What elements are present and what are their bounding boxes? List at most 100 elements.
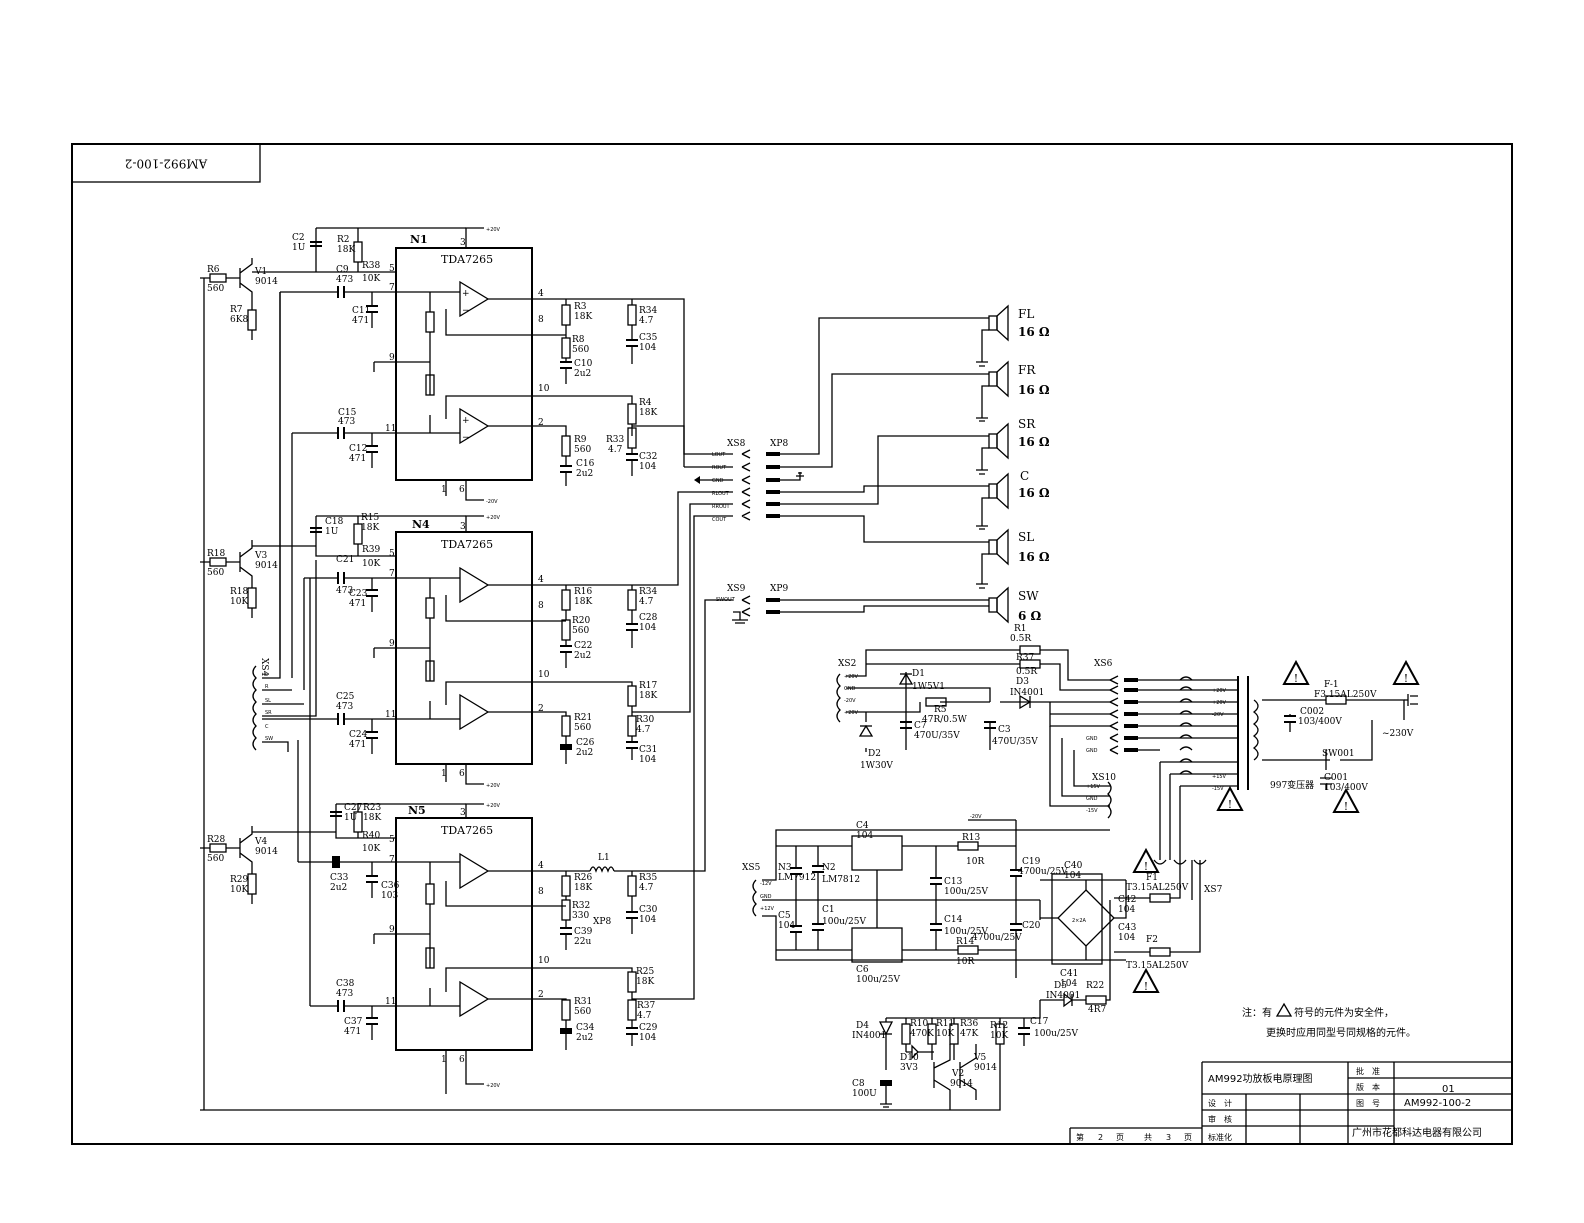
chip-n1-ref: N1 [410,233,428,246]
label-xs9: XS9 [727,584,746,594]
connector-xs4: XS4 L R SL SR C SW [252,292,317,752]
resistor-r14 [957,945,979,955]
val-c26: 2u2 [576,748,593,758]
resistor-r1 [1019,645,1041,655]
amp-channel-n4: N4 TDA7265 3 5 7 4 8 9 10 2 11 1 6 +20V … [200,491,733,789]
label-xp8: XP8 [770,439,788,449]
pin-3: 3 [460,522,466,532]
ref-r35: R35 [639,873,658,883]
opamp-n4-b [459,693,490,731]
val-r18b: 10K [230,597,248,607]
svg-text:!: ! [1344,800,1348,813]
supply-label: +20V [486,783,501,789]
val-c001: 103/400V [1324,783,1368,793]
speakers: FL 16 Ω FR 16 Ω SR 16 Ω C 16 Ω SL 16 Ω S… [976,304,1050,624]
fuse-f1 [1149,893,1171,903]
svg-text:!: ! [1144,980,1148,993]
fuse-f2 [1149,947,1171,957]
ref-r13: R13 [962,833,981,843]
val-c25: 473 [336,702,353,712]
ref-c41: C41 [1060,969,1078,979]
val-c39: 22u [574,937,591,947]
supply-label: +20V [486,1083,501,1089]
ref-r9: R9 [574,435,587,445]
resistor-r20 [561,619,571,641]
val-c43: 104 [1118,933,1135,943]
resistor-r32 [561,899,571,921]
page-number: 2 [1098,1133,1103,1142]
page-label: 页 [1116,1133,1124,1142]
resistor-r29 [247,873,257,895]
ref-r22: R22 [1086,981,1104,991]
val-r25: 18K [636,977,654,987]
warning-icon: ! [1332,787,1360,813]
capacitor-c26 [560,744,572,750]
val-r13: 10R [966,857,984,867]
diode-d10 [911,1044,919,1060]
val-d3: IN4001 [1010,688,1044,698]
warning-icon [1275,1002,1293,1017]
ref-c29: C29 [639,1023,658,1033]
safety-note: 注：有 符号的元件为安全件， 更换时应用同型号同规格的元件。 [1242,1002,1416,1039]
pin-4: 4 [538,289,544,299]
ref-r5: R5 [934,705,947,715]
ref-r37: R37 [1016,653,1035,663]
label-xs10: XS10 [1092,773,1116,783]
ref-c6: C1 [822,905,835,915]
ref-r31: R31 [574,997,592,1007]
ref-c39: C39 [574,927,593,937]
ref-c33: C33 [330,873,349,883]
chip-n1 [395,247,533,481]
ref-f-1: F-1 [1324,680,1339,690]
val-c27: 1U [344,813,358,823]
val-c22: 2u2 [574,651,591,661]
ref-c21: C21 [336,555,354,565]
svg-text:!: ! [1294,672,1298,685]
ref-r18a: R18 [207,549,226,559]
val-r10: 470K [910,1029,934,1039]
supply-label: -20V [486,499,498,505]
pin-2: 2 [538,418,544,428]
pin-1: 1 [441,769,447,779]
val-r9: 560 [574,445,591,455]
ref-c16: C16 [576,459,595,469]
resistor-r33 [627,427,637,449]
val-f2: T3.15AL250V [1126,961,1189,971]
ref-c20: C20 [1022,921,1041,931]
resistor-r36 [949,1023,959,1045]
ref-c8: C8 [852,1079,865,1089]
ref-r39: R39 [362,545,381,555]
val-f1: T3.15AL250V [1126,883,1189,893]
ref-r20: R20 [572,616,591,626]
ref-d10: D10 [900,1053,919,1063]
pin-label: +20V [844,710,859,716]
ref-v3: V3 [254,551,267,561]
val-c10: 2u2 [574,369,591,379]
resistor-r9 [561,435,571,457]
pin-11: 11 [385,424,396,434]
ref-c32: C32 [639,452,657,462]
val-c37: 471 [344,1027,361,1037]
ref-f2: F2 [1146,935,1158,945]
speaker-name: FR [1018,363,1036,377]
warning-icon: ! [1216,785,1244,811]
ref-c18: C18 [325,517,344,527]
val-c19: 4700u/25V [1018,867,1068,877]
ref-v2: V2 [951,1069,964,1079]
supply-label: +20V [486,803,501,809]
pin-7: 7 [389,569,395,579]
warning-icon: ! [1392,659,1420,685]
chip-n5-part: TDA7265 [441,824,493,837]
label-xs6: XS6 [1094,659,1113,669]
ref-c002: C002 [1300,707,1324,717]
connector-xs9-xp9: XS9 XP9 SWOUT [716,584,989,624]
pin-9: 9 [389,639,395,649]
val-r26: 18K [574,883,592,893]
resistor-r18a [209,557,227,567]
ref-d2: D2 [868,749,881,759]
ref-r6: R6 [207,265,220,275]
val-r35: 4.7 [639,883,654,893]
resistor-r8 [561,337,571,359]
ref-r21: R21 [574,713,592,723]
ref-r1: R1 [1014,624,1027,634]
